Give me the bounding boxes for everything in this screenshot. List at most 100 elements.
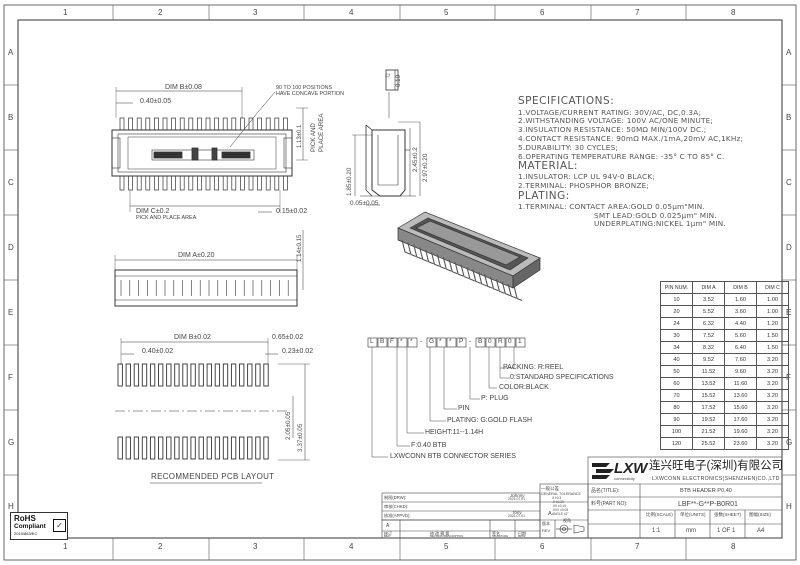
code-letter: G [429,338,435,345]
pcb-pad [247,363,253,387]
column-ticks [4,5,796,560]
dimension-cell: 1.50 [756,341,789,354]
dimension-cell: 1.20 [756,317,789,330]
rohs-badge: RoHS Compliant 2015/863/EC ✓ [10,512,68,540]
spec-line: 2.WITHSTANDING VOLTAGE: 100V AC/ONE MINU… [518,116,714,126]
rev-a: A [386,523,390,529]
top-pin [274,117,280,131]
pcb-pad [166,436,172,460]
top-pin [265,117,271,131]
pcb-pad [158,363,164,387]
plating-lines: 1.TERMINAL: CONTACT AREA:GOLD 0.05μm"MIN… [518,202,743,229]
pcb-pad [174,363,180,387]
code-letter: 0 [508,338,512,345]
front-height: 1.14±0.15 [296,234,303,262]
dimension-cell: 3.20 [756,377,789,390]
dimension-cell: 1.00 [756,305,789,318]
top-dim-c: DIM C±0.2 [136,208,170,215]
code-letter: * [410,338,413,345]
iso-pin [419,247,428,262]
tolerance-row: .XXX ±0.05 [552,508,569,512]
part-code-legend-item: LXWCONN BTB CONNECTOR SERIES [390,453,516,460]
dimension-cell: 17.60 [724,413,757,426]
spec-line: 2.TERMINAL: PHOSPHOR BRONZE; [518,181,650,191]
company-en: LXWCONN ELECTRONICS(SHENZHEN)CO.,LTD [652,476,780,482]
iso-pin [407,242,417,257]
code-box [495,337,506,348]
part-code-legend-item: PIN [458,405,470,412]
unit-label: 单位(UNITS) [680,512,706,517]
part-value: LBF**-G**P-B0R01 [678,501,738,508]
drawn-by: Johnny [510,493,525,498]
revision-header-cn: 签名 [492,531,500,536]
part-code-legend-item: P: PLUG [481,395,509,402]
frame-row-label-right: B [786,113,792,122]
spec-lines: 1.VOLTAGE/CURRENT RATING: 30V/AC, DC,0.3… [518,108,744,160]
scale-value: 1:1 [652,528,661,534]
dimension-header-cell: PIN NUM. [660,281,693,294]
dimension-cell: 3.20 [756,437,789,450]
code-box [367,337,378,348]
revision-header-en: REV. [384,534,391,538]
bottom-pin [128,175,133,191]
code-box [446,337,457,348]
dimension-cell: 1.00 [756,293,789,306]
rohs-year: 2015/863/EC [14,531,38,536]
iso-pin [478,271,487,287]
frame-col-label-bottom: 7 [635,542,640,551]
front-view-contacts [120,280,289,296]
spec-line: 4.CONTACT RESISTANCE: 90mΩ MAX./1mA,20mV… [518,134,744,144]
frame-row-label-left: D [8,243,14,252]
bottom-pin [283,175,288,191]
logo-text: LXW [614,460,648,477]
pcb-pad-gap: 0.23±0.02 [282,348,314,355]
pcb-pad [182,436,188,460]
pcb-pad [141,363,148,387]
pcb-pad [198,363,204,387]
tolerance-row: X ±0.3 [552,496,562,500]
pcb-pad [222,436,229,460]
dimension-cell: 3.20 [756,425,789,438]
pcb-pad [214,363,221,387]
sheet-label: 张数(SHEET) [714,512,741,517]
dimension-cell: 4.40 [724,317,757,330]
bottom-pin [240,175,245,191]
top-pick-label2: PLACE AREA [318,113,325,152]
dimension-cell: 30 [660,329,693,342]
iso-pin [448,259,458,275]
bottom-pin [119,175,125,191]
iso-pin [466,266,476,282]
dimension-cell: 5.52 [692,305,725,318]
spec-line: UNDERPLATING:NICKEL 1μm" MIN. [594,219,726,229]
frame-row-label-left: C [8,178,14,187]
pcb-pad [190,436,196,460]
dimension-cell: 13.52 [692,377,725,390]
frame-row-label-left: G [8,438,15,447]
bottom-pin [162,175,168,191]
side-body: 2.45±0.2 [412,147,419,172]
pcb-dim-b: DIM B±0.02 [174,334,211,341]
top-pin [205,117,211,131]
dimension-cell: 3.20 [756,353,789,366]
pcb-pad [206,363,212,387]
pcb-pad [263,363,269,387]
bottom-pin [257,175,262,191]
top-pin [179,117,185,131]
bottom-pin [171,175,176,191]
dimension-cell: 25.52 [692,437,725,450]
top-pick-label1: PICK AND [310,123,317,152]
dimension-cell: 3.20 [756,365,789,378]
flatness-symbol: ▱ [385,72,391,79]
iso-pin [507,283,517,299]
frame-row-label-left: B [8,113,14,122]
pcb-pad [206,436,212,460]
code-letter: B [380,338,385,345]
dimension-cell: 70 [660,389,693,402]
frame-row-label-right: A [786,48,792,57]
code-box [397,337,408,348]
